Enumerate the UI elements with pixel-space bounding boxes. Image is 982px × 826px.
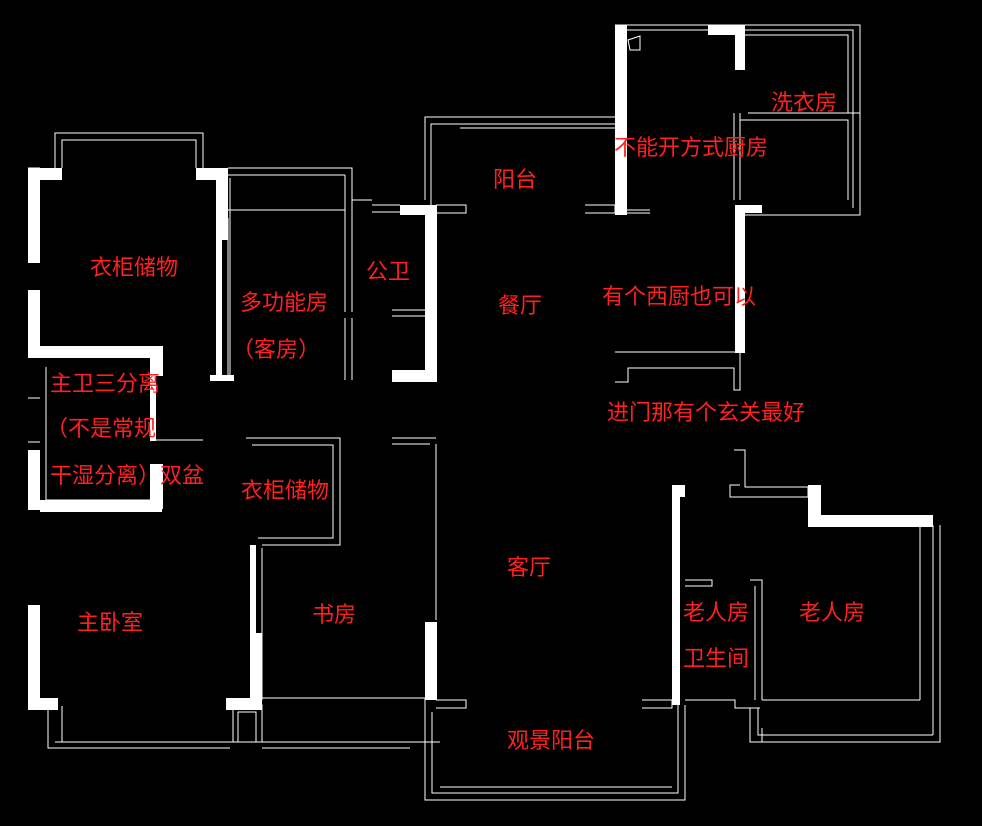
room-label-master-bath-3: 干湿分离）双盆 (50, 464, 205, 489)
room-label-elder-room: 老人房 (799, 601, 866, 626)
room-label-master-bedroom: 主卧室 (77, 611, 144, 636)
bay-window-outline (54, 132, 204, 168)
room-label-view-balcony: 观景阳台 (507, 729, 596, 754)
room-label-multi-room-guest: （客房） (232, 338, 321, 363)
room-label-master-bath-1: 主卫三分离 (50, 372, 161, 397)
room-label-western-kitchen: 有个西厨也可以 (602, 285, 757, 310)
thin-lines (28, 24, 941, 801)
room-label-wardrobe-mid: 衣柜储物 (241, 479, 330, 504)
room-label-laundry: 洗衣房 (771, 91, 838, 116)
room-label-dining: 餐厅 (498, 294, 543, 319)
room-label-elder-bath-1: 老人房 (683, 601, 750, 626)
room-label-kitchen: 不能开方式厨房 (614, 136, 769, 161)
room-label-entry-note: 进门那有个玄关最好 (607, 401, 806, 426)
room-label-study: 书房 (312, 603, 357, 628)
room-label-public-bath: 公卫 (366, 260, 411, 285)
walls (28, 25, 933, 710)
room-label-balcony: 阳台 (493, 168, 538, 193)
room-label-elder-bath-2: 卫生间 (683, 647, 750, 672)
room-label-master-bath-2: （不是常规 (46, 417, 157, 442)
room-label-wardrobe-nw: 衣柜储物 (90, 256, 179, 281)
room-label-living: 客厅 (507, 556, 552, 581)
room-label-multi-room: 多功能房 (240, 291, 329, 316)
